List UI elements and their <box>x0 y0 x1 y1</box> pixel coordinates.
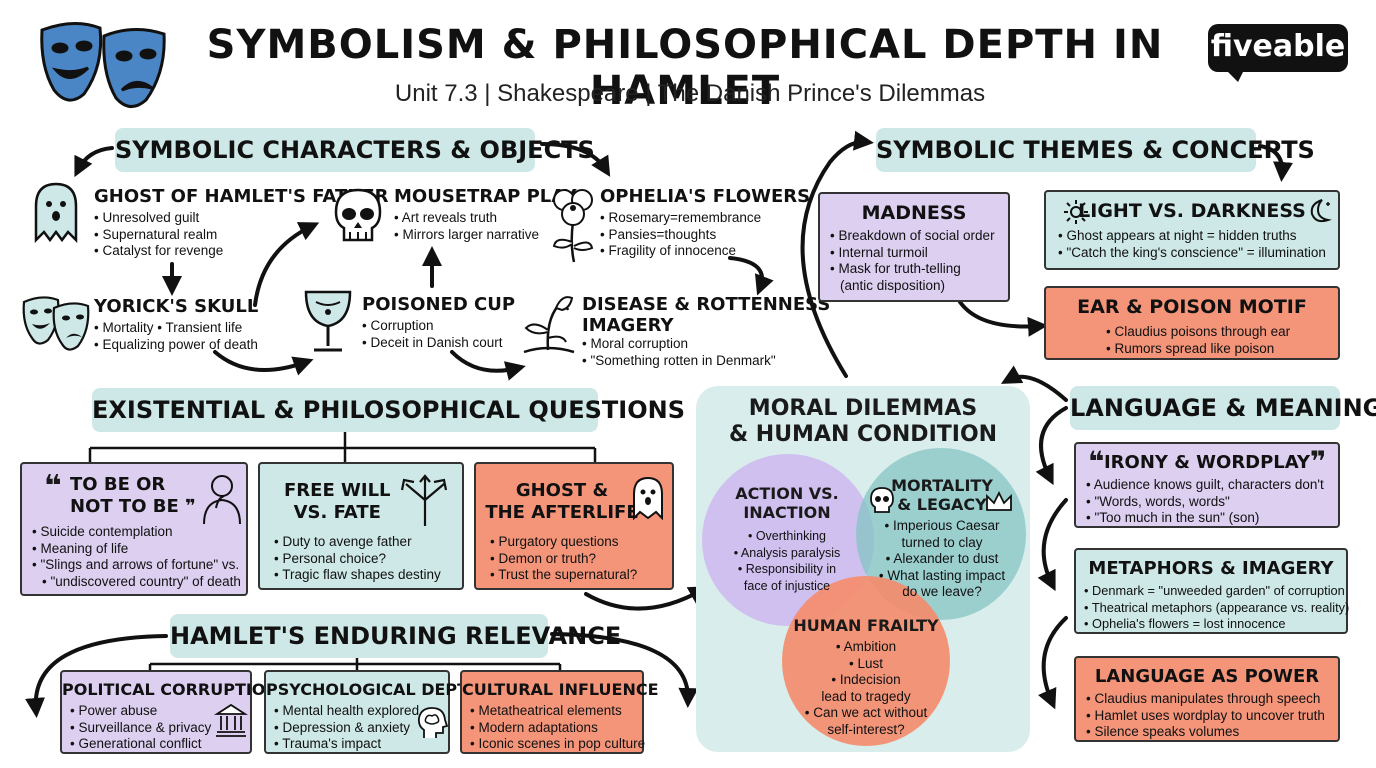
card-to-be-bullets: Suicide contemplationMeaning of life"Sli… <box>32 524 240 590</box>
card-political-corruption: POLITICAL CORRUPTION Power abuseSurveill… <box>60 670 279 754</box>
arrow-symbolic-left <box>74 146 114 178</box>
arrow-cup-to-disease <box>450 350 526 381</box>
card-language-power-bullets: Claudius manipulates through speechHamle… <box>1086 691 1338 741</box>
card-ghost-afterlife-bullets: Purgatory questionsDemon or truth?Trust … <box>490 534 637 584</box>
moral-dilemmas-title: MORAL DILEMMAS& HUMAN CONDITION <box>728 396 998 447</box>
existential-tree-lines <box>88 432 597 462</box>
flower-icon <box>552 189 594 263</box>
poisoned-cup-title: POISONED CUP <box>362 294 516 315</box>
sun-icon <box>1064 200 1088 224</box>
card-psych-title: PSYCHOLOGICAL DEPTH <box>266 680 482 699</box>
banner-symbolic-themes: SYMBOLIC THEMES & CONCEPTS <box>876 128 1315 172</box>
yoricks-skull-bullets: Mortality • Transient lifeEqualizing pow… <box>94 320 257 353</box>
masks-icon <box>22 296 90 351</box>
card-cultural-title: CULTURAL INFLUENCE <box>462 680 659 699</box>
card-psychological-depth: PSYCHOLOGICAL DEPTH Mental health explor… <box>264 670 482 754</box>
card-ear-poison-bullets: Claudius poisons through earRumors sprea… <box>1106 324 1338 357</box>
head-brain-icon <box>417 707 448 738</box>
moon-icon <box>1310 199 1332 223</box>
crossroads-arrows-icon <box>400 474 448 526</box>
card-political-title: POLITICAL CORRUPTION <box>62 680 279 699</box>
card-madness-title: MADNESS <box>861 202 967 224</box>
card-metaphors-imagery: METAPHORS & IMAGERY Denmark = "unweeded … <box>1074 548 1349 634</box>
fiveable-logo[interactable]: fiveable <box>1208 24 1348 82</box>
card-light-vs-darkness: LIGHT VS. DARKNESS Ghost appears at nigh… <box>1044 190 1340 270</box>
goblet-icon <box>304 290 352 352</box>
card-madness: MADNESS Breakdown of social orderInterna… <box>818 192 1010 302</box>
poisoned-cup-bullets: CorruptionDeceit in Danish court <box>362 318 502 351</box>
arrow-madness-to-ear <box>958 300 1048 337</box>
arrow-metaphors-to-power <box>1038 616 1068 710</box>
close-quote-icon: ❞ <box>185 496 196 517</box>
skull-icon <box>334 188 382 242</box>
card-irony-wordplay: ❝ IRONY & WORDPLAY ❞ Audience knows guil… <box>1074 442 1340 528</box>
card-free-will-bullets: Duty to avenge fatherPersonal choice?Tra… <box>274 534 441 584</box>
mousetrap-play-title: MOUSETRAP PLAY <box>394 186 577 207</box>
card-ghost-afterlife-title: GHOST &THE AFTERLIFE <box>485 480 639 523</box>
wilted-plant-icon <box>523 296 575 354</box>
card-language-as-power: LANGUAGE AS POWER Claudius manipulates t… <box>1074 656 1340 742</box>
card-ghost-afterlife: GHOST &THE AFTERLIFE Purgatory questions… <box>474 462 674 590</box>
arrow-irony-to-metaphors <box>1037 498 1068 592</box>
government-building-icon <box>214 703 248 737</box>
close-quote-icon: ❞ <box>1310 446 1327 477</box>
arrow-afterlife-to-moral <box>584 586 709 611</box>
small-skull-icon <box>870 487 894 513</box>
arrow-yorick-to-cup <box>213 350 314 376</box>
human-frailty-text: HUMAN FRAILTY AmbitionLustIndecision lea… <box>790 616 942 738</box>
card-irony-title: IRONY & WORDPLAY <box>1103 452 1311 473</box>
card-metaphors-bullets: Denmark = "unweeded garden" of corruptio… <box>1084 583 1349 633</box>
page-title: SYMBOLISM & PHILOSOPHICAL DEPTH IN HAMLE… <box>206 22 1164 114</box>
mousetrap-play-bullets: Art reveals truthMirrors larger narrativ… <box>394 210 539 243</box>
banner-symbolic-characters: SYMBOLIC CHARACTERS & OBJECTS <box>115 128 595 172</box>
card-light-vs-darkness-bullets: Ghost appears at night = hidden truths"C… <box>1058 228 1338 261</box>
theatre-masks-icon <box>40 22 166 108</box>
ophelias-flowers-title: OPHELIA'S FLOWERS <box>600 186 811 207</box>
disease-rottenness-bullets: Moral corruption"Something rotten in Den… <box>582 336 775 369</box>
thinker-icon <box>203 475 241 525</box>
card-language-power-title: LANGUAGE AS POWER <box>1094 666 1320 687</box>
card-to-be-or-not-to-be: ❝ TO BE OR NOT TO BE ❞ Suicide contempla… <box>20 462 248 596</box>
mortality-legacy-text: MORTALITY& LEGACY Imperious Caesarturned… <box>872 476 1012 601</box>
card-cultural-bullets: Metatheatrical elementsModern adaptation… <box>470 703 645 753</box>
arrow-lang-to-irony <box>1035 406 1068 486</box>
card-ear-poison-title: EAR & POISON MOTIF <box>1077 296 1307 318</box>
ophelias-flowers-bullets: Rosemary=remembrancePansies=thoughtsFrag… <box>600 210 761 260</box>
ghost-of-hamlets-father-title: GHOST OF HAMLET'S FATHER <box>94 186 389 207</box>
card-ear-poison-motif: EAR & POISON MOTIF Claudius poisons thro… <box>1044 286 1340 360</box>
banner-existential-questions: EXISTENTIAL & PHILOSOPHICAL QUESTIONS <box>92 388 685 432</box>
card-cultural-influence: CULTURAL INFLUENCE Metatheatrical elemen… <box>460 670 659 754</box>
card-light-vs-darkness-title: LIGHT VS. DARKNESS <box>1078 200 1306 222</box>
ghost-icon <box>34 182 78 244</box>
card-madness-bullets: Breakdown of social orderInternal turmoi… <box>830 228 1008 294</box>
card-metaphors-title: METAPHORS & IMAGERY <box>1088 558 1334 579</box>
card-to-be-title: TO BE OR NOT TO BE ❞ <box>70 474 196 517</box>
card-irony-bullets: Audience knows guilt, characters don't"W… <box>1086 477 1338 527</box>
banner-language-meaning: LANGUAGE & MEANING <box>1070 386 1376 430</box>
open-quote-icon: ❝ <box>1088 446 1105 477</box>
card-psych-bullets: Mental health exploredDepression & anxie… <box>274 703 448 753</box>
page-subtitle: Unit 7.3 | Shakespeare | The Danish Prin… <box>394 80 986 107</box>
action-vs-inaction-text: ACTION VS.INACTION OverthinkingAnalysis … <box>712 484 862 594</box>
open-quote-icon: ❝ <box>44 470 62 503</box>
endure-tree-lines <box>148 658 562 670</box>
small-ghost-icon <box>633 476 663 520</box>
card-political-bullets: Power abuseSurveillance & privacyGenerat… <box>70 703 250 753</box>
crown-icon <box>986 490 1012 511</box>
arrow-flowers-to-disease <box>728 256 774 296</box>
ghost-of-hamlets-father-bullets: Unresolved guiltSupernatural realmCataly… <box>94 210 223 260</box>
yoricks-skull-title: YORICK'S SKULL <box>94 296 259 317</box>
banner-enduring-relevance: HAMLET'S ENDURING RELEVANCE <box>170 614 621 658</box>
